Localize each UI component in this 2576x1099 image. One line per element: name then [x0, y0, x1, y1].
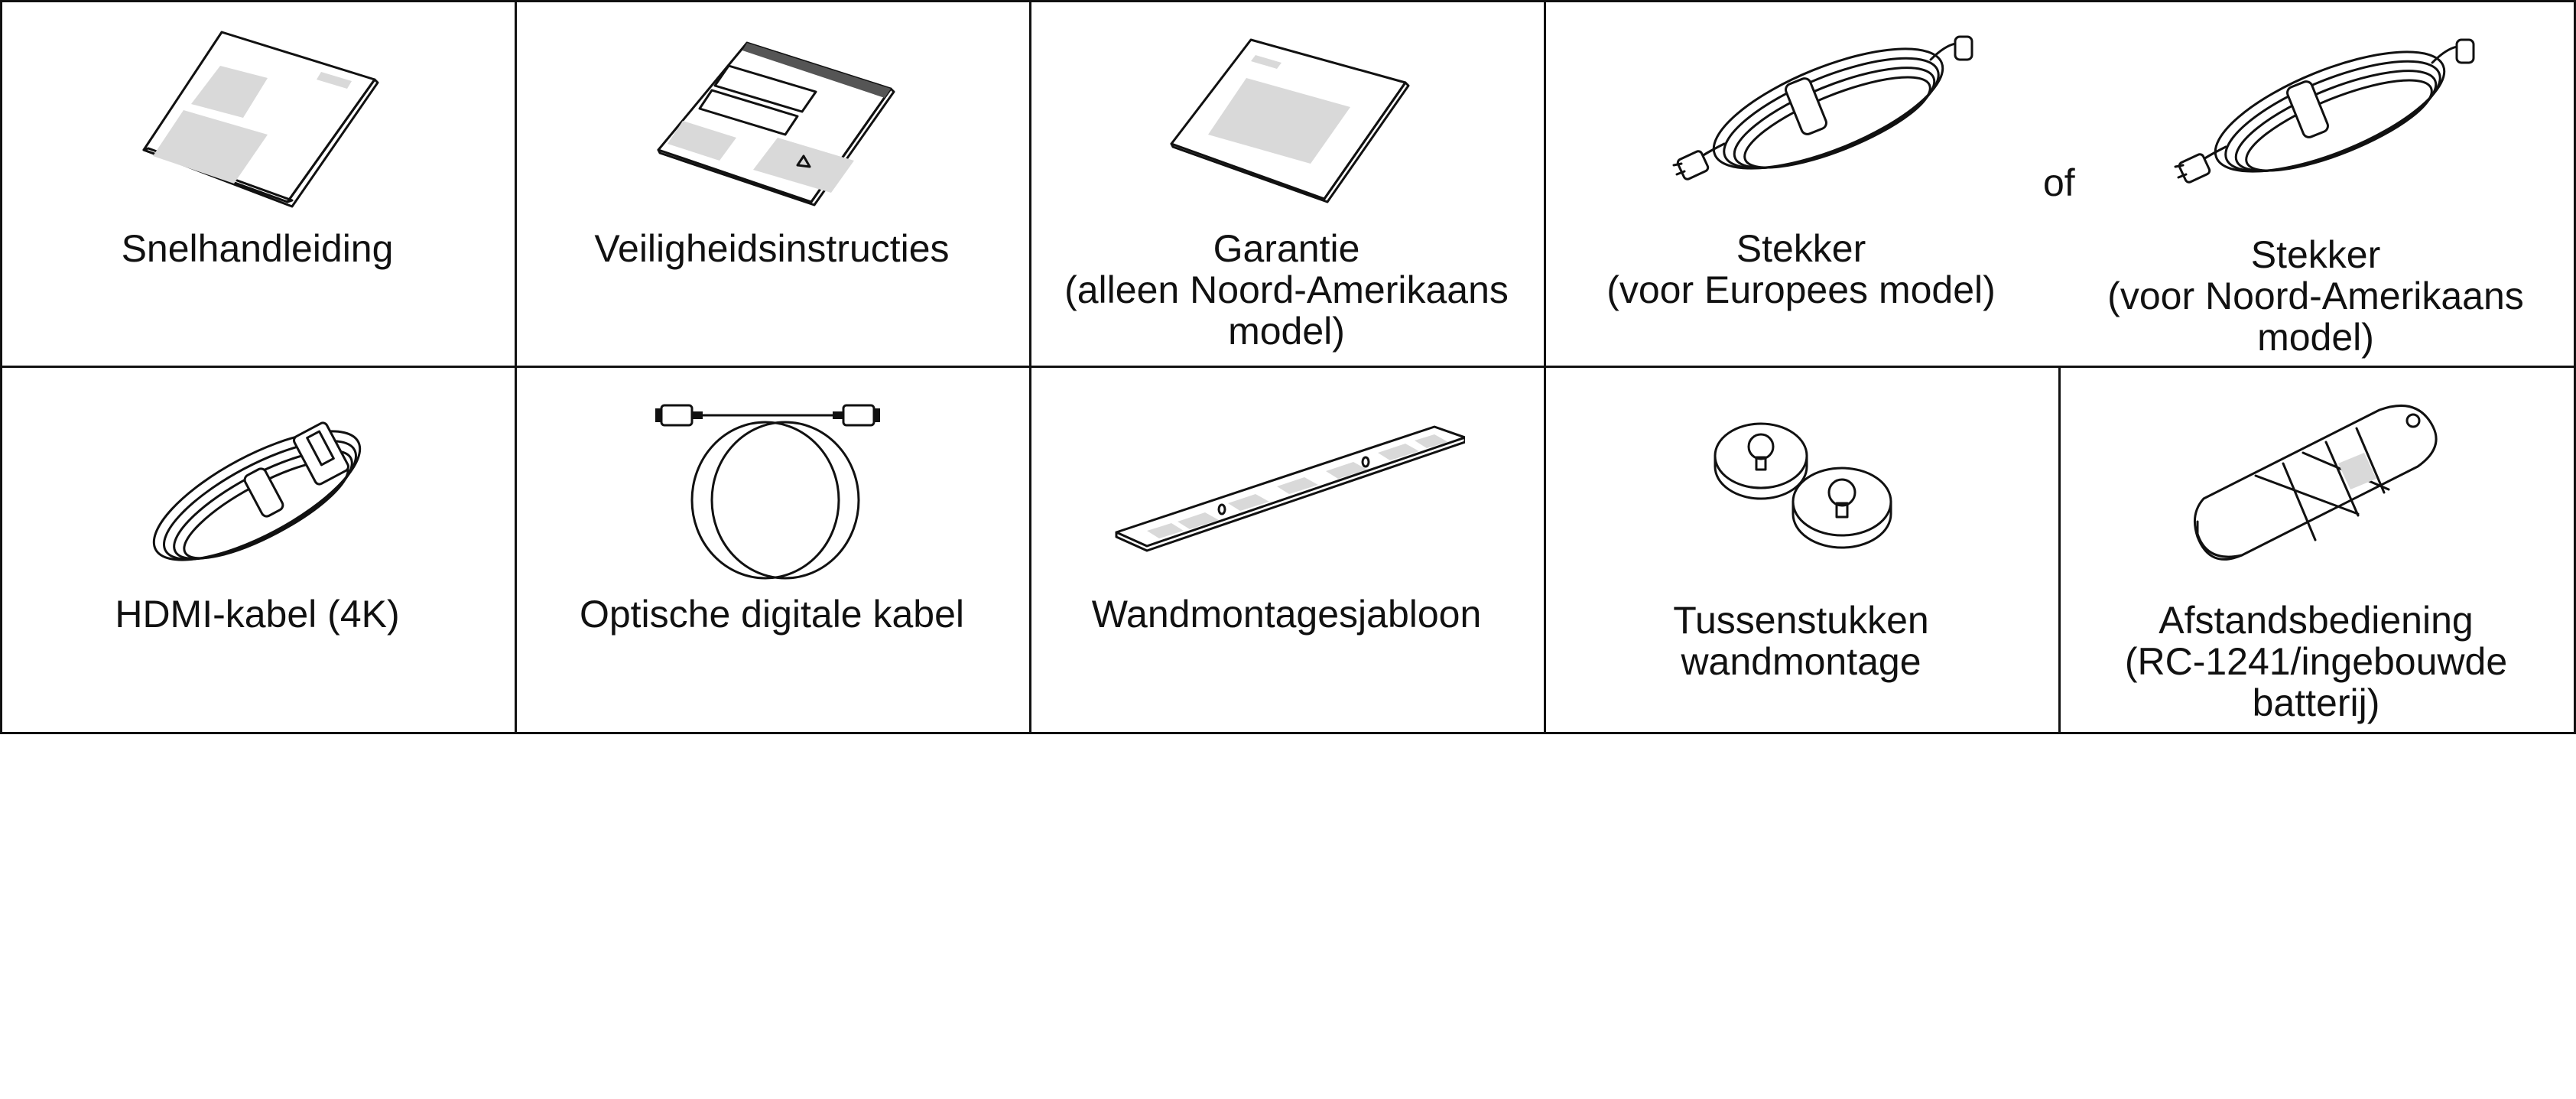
- booklet-icon: [142, 31, 379, 208]
- table-border-right: [2574, 0, 2576, 734]
- label-optical-cable: Optische digitale kabel: [579, 593, 965, 636]
- cell-quick-start-guide: Snelhandleiding: [0, 0, 515, 366]
- table-border-top: [0, 0, 2576, 2]
- table-border-bottom: [0, 732, 2576, 734]
- cell-wall-template: Wandmontagesjabloon: [1029, 366, 1544, 732]
- safety-sheet-icon: [657, 41, 895, 206]
- label-warranty: Garantie (alleen Noord-Amerikaans model): [1064, 227, 1509, 353]
- cell-remote-control: Afstandsbediening (RC-1241/ingebouwde ba…: [2058, 366, 2574, 732]
- table-border-col: [1029, 0, 1031, 734]
- optical-cable-icon: [655, 404, 880, 580]
- label-wall-template: Wandmontagesjabloon: [1091, 593, 1482, 636]
- table-border-col: [1544, 0, 1546, 734]
- remote-control-icon: [2193, 404, 2438, 561]
- table-border-col: [515, 0, 517, 734]
- cell-spacers: Tussenstukken wandmontage: [1544, 366, 2058, 732]
- warranty-sheet-icon: [1170, 38, 1410, 203]
- wall-template-icon: [1115, 425, 1465, 552]
- label-power-cord-na: Stekker (voor Noord-Amerikaans model): [2107, 233, 2524, 359]
- spacers-icon: [1714, 422, 1892, 549]
- table-border-middle: [0, 366, 2576, 368]
- label-safety-instructions: Veiligheidsinstructies: [594, 227, 950, 270]
- power-cord-icon: [1672, 35, 1973, 180]
- cell-hdmi-cable: HDMI-kabel (4K): [0, 366, 515, 732]
- accessories-table: Snelhandleiding Veiligheidsinstructies G…: [0, 0, 2576, 734]
- cell-safety-instructions: Veiligheidsinstructies: [515, 0, 1029, 366]
- table-border-col: [2058, 366, 2061, 734]
- label-hdmi-cable: HDMI-kabel (4K): [115, 593, 400, 636]
- power-cord-icon: [2174, 38, 2475, 184]
- label-quick-start-guide: Snelhandleiding: [121, 227, 394, 270]
- or-separator: of: [2043, 161, 2075, 204]
- label-power-cord-eu: Stekker (voor Europees model): [1606, 227, 1996, 311]
- hdmi-cable-icon: [152, 421, 362, 561]
- cell-power-cord: Stekker (voor Europees model) of Stekker…: [1544, 0, 2574, 366]
- label-remote-control: Afstandsbediening (RC-1241/ingebouwde ba…: [2124, 599, 2508, 724]
- cell-optical-cable: Optische digitale kabel: [515, 366, 1029, 732]
- cell-warranty: Garantie (alleen Noord-Amerikaans model): [1029, 0, 1544, 366]
- label-spacers: Tussenstukken wandmontage: [1673, 599, 1929, 683]
- table-border-left: [0, 0, 2, 734]
